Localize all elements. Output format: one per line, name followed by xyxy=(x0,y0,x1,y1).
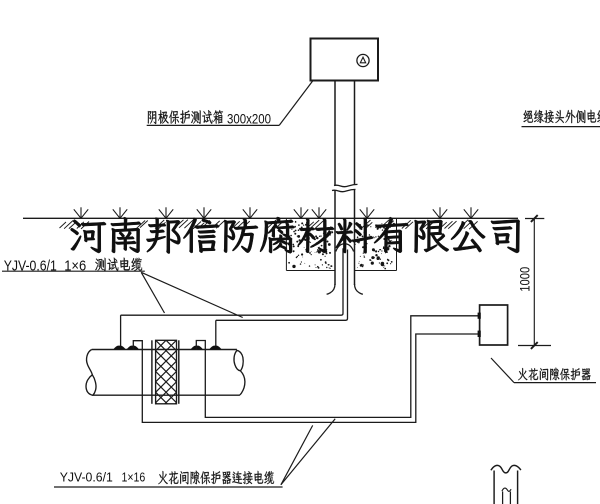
svg-text:1000: 1000 xyxy=(518,267,533,292)
svg-text:YJV-0.6/1: YJV-0.6/1 xyxy=(60,470,113,484)
svg-text:300x200: 300x200 xyxy=(227,111,271,127)
svg-text:YJV-0.6/1: YJV-0.6/1 xyxy=(4,258,57,275)
svg-text:1×16: 1×16 xyxy=(122,470,146,484)
svg-text:1×6: 1×6 xyxy=(64,258,86,275)
